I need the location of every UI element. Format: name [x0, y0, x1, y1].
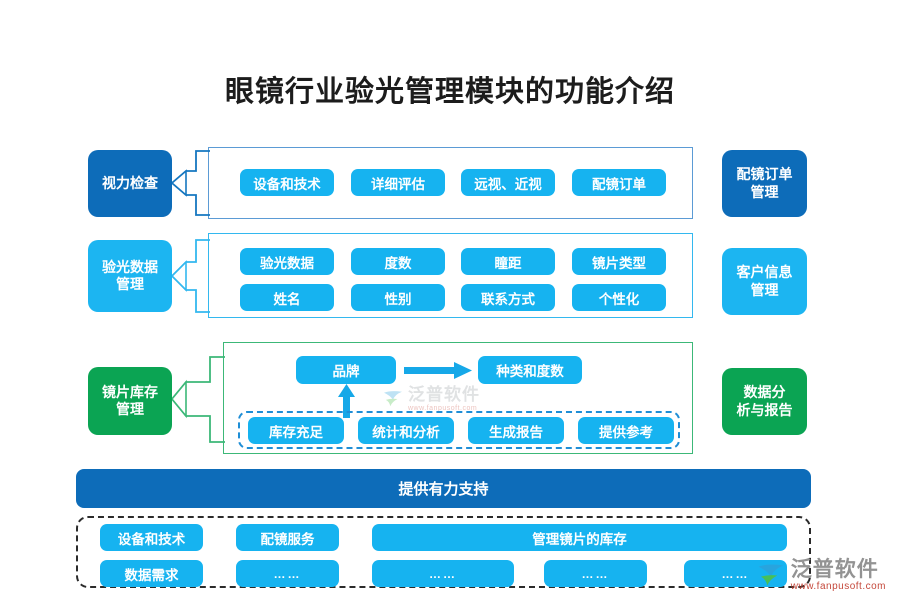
node-optometry-data-management-line1: 验光数据	[102, 258, 158, 275]
node-data-analysis-report[interactable]: 数据分 析与报告	[722, 368, 807, 435]
node-data-analysis-report-line2: 析与报告	[736, 401, 793, 418]
footer-item-r2-1-label: ……	[273, 566, 302, 581]
footer-item-r1-1-label: 配镜服务	[260, 531, 315, 547]
support-banner[interactable]: 提供有力支持	[76, 469, 811, 508]
footer-item-r2-0[interactable]: 数据需求	[100, 560, 203, 587]
footer-item-r2-3[interactable]: ……	[544, 560, 647, 587]
footer-item-r2-0-label: 数据需求	[124, 567, 179, 583]
footer-item-r2-3-label: ……	[581, 566, 610, 581]
row1-item-2-label: 远视、近视	[474, 176, 542, 192]
row3-dashed-item-1[interactable]: 统计和分析	[358, 417, 454, 444]
footer-item-r2-4[interactable]: ……	[684, 560, 787, 587]
row3-flow-source[interactable]: 品牌	[296, 356, 396, 384]
row3-dashed-item-2-label: 生成报告	[489, 424, 543, 440]
footer-item-r1-wide-label: 管理镜片的库存	[532, 531, 627, 547]
row1-connector	[170, 150, 210, 216]
row3-connector	[170, 356, 225, 443]
node-customer-info-management[interactable]: 客户信息 管理	[722, 248, 807, 315]
footer-item-r2-2-label: ……	[429, 566, 457, 581]
row1-item-0[interactable]: 设备和技术	[240, 169, 334, 196]
node-lens-inventory-management[interactable]: 镜片库存 管理	[88, 367, 172, 435]
row2-item-r2-2[interactable]: 联系方式	[461, 284, 555, 311]
node-lens-inventory-management-line2: 管理	[116, 401, 144, 417]
row2-item-r2-1[interactable]: 性别	[351, 284, 445, 311]
row2-connector	[170, 239, 210, 313]
row3-flow-target[interactable]: 种类和度数	[478, 356, 582, 384]
row2-item-r2-3-label: 个性化	[598, 291, 640, 307]
node-glasses-order-management-line1: 配镜订单	[736, 166, 793, 182]
row3-dashed-container	[238, 411, 680, 449]
row2-item-r1-1[interactable]: 度数	[351, 248, 445, 275]
footer-item-r1-wide[interactable]: 管理镜片的库存	[372, 524, 787, 551]
row1-item-3-label: 配镜订单	[592, 176, 646, 192]
row1-item-1-label: 详细评估	[371, 176, 425, 192]
node-data-analysis-report-line1: 数据分	[743, 384, 786, 400]
row3-flow-target-label: 种类和度数	[496, 364, 564, 379]
node-glasses-order-management-line2: 管理	[750, 183, 779, 200]
node-lens-inventory-management-line1: 镜片库存	[102, 383, 158, 400]
row2-item-r1-0[interactable]: 验光数据	[240, 248, 334, 275]
flow-arrow-right-icon	[404, 362, 472, 379]
node-glasses-order-management[interactable]: 配镜订单 管理	[722, 150, 807, 217]
row3-dashed-item-1-label: 统计和分析	[372, 424, 440, 440]
row2-item-r1-3-label: 镜片类型	[592, 255, 646, 271]
row2-item-r2-1-label: 性别	[384, 291, 412, 307]
node-optometry-data-management[interactable]: 验光数据 管理	[88, 240, 172, 312]
row3-dashed-item-2[interactable]: 生成报告	[468, 417, 564, 444]
row1-item-3[interactable]: 配镜订单	[572, 169, 666, 196]
footer-dashed-container	[76, 516, 811, 588]
row2-item-r2-2-label: 联系方式	[481, 291, 535, 307]
row1-item-1[interactable]: 详细评估	[351, 169, 445, 196]
footer-item-r1-1[interactable]: 配镜服务	[236, 524, 339, 551]
row2-item-r2-0-label: 姓名	[273, 291, 301, 307]
row2-item-r2-3[interactable]: 个性化	[572, 284, 666, 311]
row3-dashed-item-3[interactable]: 提供参考	[578, 417, 674, 444]
row3-dashed-item-0[interactable]: 库存充足	[248, 417, 344, 444]
footer-item-r1-0[interactable]: 设备和技术	[100, 524, 203, 551]
row2-item-r1-2[interactable]: 瞳距	[461, 248, 555, 275]
row3-dashed-item-0-label: 库存充足	[269, 424, 323, 440]
row2-item-r1-3[interactable]: 镜片类型	[572, 248, 666, 275]
row2-item-r1-0-label: 验光数据	[260, 255, 314, 271]
row2-item-r1-1-label: 度数	[384, 255, 412, 271]
page-title: 眼镜行业验光管理模块的功能介绍	[224, 76, 675, 108]
footer-item-r1-0-label: 设备和技术	[117, 531, 186, 547]
flow-arrow-up-icon	[338, 384, 355, 418]
node-customer-info-management-line2: 管理	[750, 281, 779, 298]
row3-dashed-item-3-label: 提供参考	[599, 424, 653, 440]
node-vision-check-label: 视力检查	[102, 174, 158, 191]
footer-item-r2-4-label: ……	[721, 566, 750, 581]
node-vision-check[interactable]: 视力检查	[88, 150, 172, 217]
row2-item-r2-0[interactable]: 姓名	[240, 284, 334, 311]
node-customer-info-management-line1: 客户信息	[736, 264, 793, 280]
support-banner-label: 提供有力支持	[398, 481, 489, 498]
row1-item-0-label: 设备和技术	[253, 176, 321, 192]
row3-flow-source-label: 品牌	[332, 364, 360, 379]
row1-item-2[interactable]: 远视、近视	[461, 169, 555, 196]
node-optometry-data-management-line2: 管理	[116, 276, 144, 292]
footer-item-r2-1[interactable]: ……	[236, 560, 339, 587]
row2-item-r1-2-label: 瞳距	[494, 255, 522, 271]
footer-item-r2-2[interactable]: ……	[372, 560, 514, 587]
